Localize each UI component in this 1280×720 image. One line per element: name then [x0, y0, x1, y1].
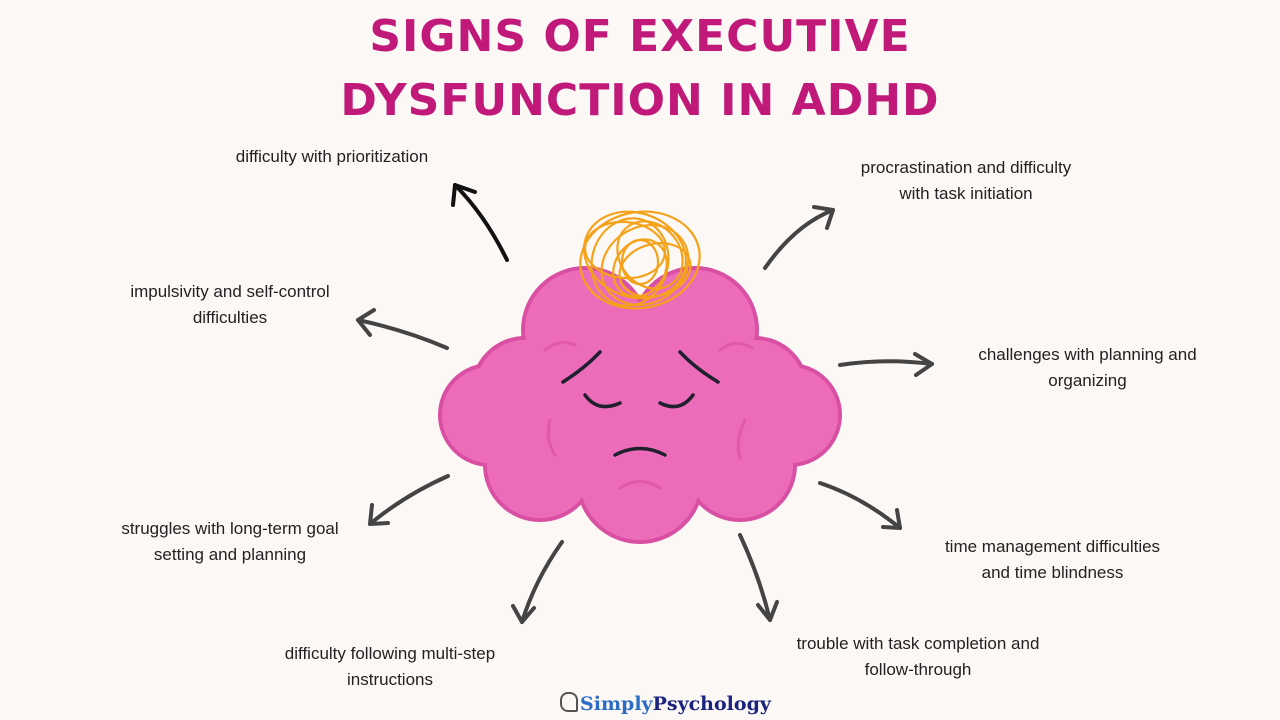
label-procrastination: procrastination and difficulty with task…	[860, 158, 1072, 203]
title-line-1: SIGNS OF EXECUTIVE	[369, 11, 911, 62]
label-multistep: difficulty following multi-step instruct…	[284, 644, 496, 689]
arrow-icon	[838, 352, 934, 377]
left-eyebrow-icon	[561, 350, 602, 384]
label-goals: struggles with long-term goal setting an…	[121, 519, 339, 564]
arrow-icon	[356, 308, 449, 350]
right-eyebrow-icon	[678, 350, 720, 384]
face	[561, 350, 720, 457]
arrow-icon	[818, 481, 902, 530]
title-line-2: DYSFUNCTION IN ADHD	[340, 75, 940, 126]
arrow-icon	[368, 474, 450, 526]
mouth-icon	[613, 446, 667, 457]
label-impulsivity: impulsivity and self-control difficultie…	[130, 282, 330, 327]
label-prioritization: difficulty with prioritization	[235, 147, 429, 166]
arrow-icon	[763, 205, 835, 270]
right-eye-icon	[658, 393, 695, 409]
head-icon	[560, 692, 578, 712]
left-eye-icon	[583, 393, 622, 409]
label-time: time management difficulties and time bl…	[944, 537, 1161, 582]
label-planning: challenges with planning and organizing	[978, 345, 1197, 390]
arrow-icon	[451, 183, 509, 262]
label-completion: trouble with task completion and follow-…	[796, 634, 1040, 679]
simplypsychology-logo: SimplyPsychology	[560, 692, 771, 715]
scribble-icon	[579, 210, 701, 310]
arrow-icon	[738, 533, 779, 622]
arrow-icon	[511, 540, 564, 624]
arrows	[356, 183, 934, 624]
